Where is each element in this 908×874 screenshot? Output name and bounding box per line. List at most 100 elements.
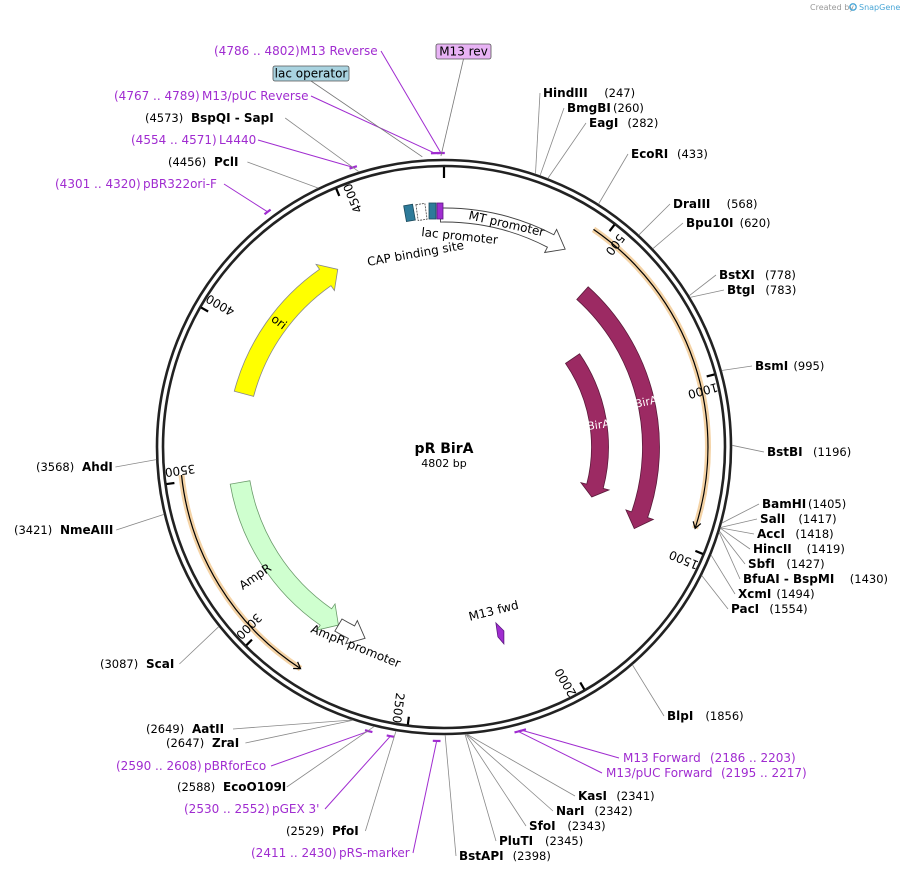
- enzyme-name[interactable]: AccI: [757, 527, 785, 541]
- enzyme-name[interactable]: XcmI: [738, 587, 771, 601]
- primer-pgex-3-[interactable]: (2530 .. 2552)pGEX 3': [184, 734, 395, 816]
- primer-m13-puc-reverse[interactable]: (4767 .. 4789)M13/pUC Reverse: [114, 89, 439, 155]
- primer-site[interactable]: [364, 729, 373, 734]
- enzyme-site-hindiii[interactable]: HindIII(247): [535, 86, 635, 174]
- enzyme-name[interactable]: BstBI: [767, 445, 803, 459]
- enzyme-name[interactable]: PluTI: [499, 834, 533, 848]
- enzyme-site-draiii[interactable]: DraIII(568): [638, 197, 758, 236]
- enzyme-name[interactable]: SbfI: [748, 557, 775, 571]
- enzyme-site-bmgbi[interactable]: BmgBI(260): [539, 101, 644, 176]
- feature-m13-fwd[interactable]: M13 fwd: [467, 598, 520, 645]
- enzyme-site-ahdi[interactable]: AhdI(3568): [36, 459, 157, 474]
- enzyme-name[interactable]: HincII: [753, 542, 792, 556]
- primer-label: pGEX 3': [272, 802, 319, 816]
- enzyme-site-nmeaiii[interactable]: NmeAIII(3421): [14, 514, 165, 537]
- feature-arrow[interactable]: [576, 286, 660, 530]
- enzyme-name[interactable]: NarI: [556, 804, 585, 818]
- enzyme-site-bsmi[interactable]: BsmI(995): [721, 359, 825, 373]
- enzyme-site-bstbi[interactable]: BstBI(1196): [731, 444, 851, 459]
- feature-ampr[interactable]: AmpR: [229, 480, 339, 631]
- enzyme-site-bstxi[interactable]: BstXI(778): [688, 268, 796, 297]
- enzyme-site-hincii[interactable]: HincII(1419): [720, 527, 845, 556]
- enzyme-name[interactable]: EcoRI: [631, 147, 668, 161]
- enzyme-site-kasi[interactable]: KasI(2341): [466, 733, 655, 803]
- label-box-m13-rev[interactable]: M13 rev: [435, 43, 492, 157]
- primer-m13-forward[interactable]: (2186 .. 2203)M13 Forward: [518, 728, 796, 765]
- feature-block[interactable]: [403, 203, 416, 223]
- enzyme-site-paci[interactable]: PacI(1554): [701, 575, 808, 616]
- enzyme-name[interactable]: ScaI: [146, 657, 174, 671]
- feature-arrow[interactable]: [229, 480, 339, 631]
- feature-arrow[interactable]: [334, 618, 366, 645]
- primer-pbr322ori-f[interactable]: (4301 .. 4320)pBR322ori-F: [55, 177, 272, 216]
- enzyme-name[interactable]: AhdI: [82, 460, 113, 474]
- m13-rev-block[interactable]: [436, 202, 444, 220]
- primer-m13-puc-forward[interactable]: (2195 .. 2217)M13/pUC Forward: [514, 729, 807, 781]
- feature-ampr-promoter[interactable]: AmpR promoter: [309, 618, 403, 671]
- enzyme-site-bspqi-sapi[interactable]: BspQI - SapI(4573): [145, 111, 360, 173]
- enzyme-name[interactable]: PclI: [214, 155, 239, 169]
- enzyme-site-pfoi[interactable]: PfoI(2529): [286, 730, 397, 838]
- enzyme-site-sfoi[interactable]: SfoI(2343): [465, 733, 606, 833]
- enzyme-name[interactable]: KasI: [578, 789, 607, 803]
- enzyme-name[interactable]: SfoI: [529, 819, 556, 833]
- enzyme-name[interactable]: BspQI - SapI: [191, 111, 274, 125]
- box-rect[interactable]: [272, 65, 350, 82]
- enzyme-name[interactable]: BamHI: [762, 497, 806, 511]
- feature-arrow[interactable]: [415, 202, 428, 221]
- primer-prs-marker[interactable]: (2411 .. 2430)pRS-marker: [251, 739, 441, 860]
- enzyme-site-aatii[interactable]: AatII(2649): [146, 719, 353, 736]
- enzyme-name[interactable]: PacI: [731, 602, 759, 616]
- enzyme-site-bstapi[interactable]: BstAPI(2398): [444, 734, 551, 863]
- feature-bira[interactable]: BirA: [576, 286, 660, 530]
- enzyme-site-bpu10i[interactable]: Bpu10I(620): [652, 216, 771, 249]
- enzyme-site-ecori[interactable]: EcoRI(433): [598, 147, 708, 205]
- enzyme-name[interactable]: AatII: [192, 722, 224, 736]
- primer-m13-reverse[interactable]: (4786 .. 4802)M13 Reverse: [214, 44, 445, 155]
- label-box-lac-operator[interactable]: lac operator: [272, 65, 423, 158]
- enzyme-site-bfuai-bspmi[interactable]: BfuAI - BspMI(1430): [718, 532, 888, 586]
- enzyme-name[interactable]: BtgI: [727, 283, 755, 297]
- primer-pbrforeco[interactable]: (2590 .. 2608)pBRforEco: [116, 729, 373, 773]
- feature-arrow[interactable]: [439, 207, 566, 254]
- lac-operator-block[interactable]: [428, 202, 437, 220]
- primer-arrow[interactable]: [495, 621, 505, 645]
- enzyme-name[interactable]: BfuAI - BspMI: [743, 572, 834, 586]
- enzyme-site-eagi[interactable]: EagI(282): [547, 116, 658, 179]
- enzyme-site-ecoo109i[interactable]: EcoO109I(2588): [177, 726, 375, 794]
- enzyme-site-blpi[interactable]: BlpI(1856): [632, 664, 744, 723]
- feature-arrow[interactable]: [564, 353, 611, 498]
- enzyme-name[interactable]: Bpu10I: [686, 216, 733, 230]
- enzyme-name[interactable]: SalI: [760, 512, 785, 526]
- enzyme-site-zrai[interactable]: ZraI(2647): [166, 719, 353, 750]
- feature-arrow[interactable]: [233, 263, 339, 397]
- enzyme-name[interactable]: BmgBI: [567, 101, 611, 115]
- enzyme-site-pcli[interactable]: PclI(4456): [168, 155, 319, 189]
- enzyme-site-sali[interactable]: SalI(1417): [720, 512, 837, 528]
- primer-site[interactable]: [263, 208, 272, 216]
- enzyme-site-bamhi[interactable]: BamHI(1405): [721, 497, 846, 524]
- enzyme-name[interactable]: BstXI: [719, 268, 755, 282]
- enzyme-name[interactable]: HindIII: [543, 86, 588, 100]
- enzyme-site-scai[interactable]: ScaI(3087): [100, 626, 220, 671]
- enzyme-name[interactable]: DraIII: [673, 197, 710, 211]
- enzyme-site-sbfi[interactable]: SbfI(1427): [719, 530, 825, 571]
- enzyme-name[interactable]: EagI: [589, 116, 618, 130]
- enzyme-site-xcmi[interactable]: XcmI(1494): [710, 554, 815, 601]
- enzyme-name[interactable]: EcoO109I: [223, 780, 286, 794]
- feature-ori[interactable]: ori: [233, 263, 339, 397]
- primer-l4440[interactable]: (4554 .. 4571)L4440: [131, 133, 358, 170]
- enzyme-site-nari[interactable]: NarI(2342): [465, 733, 633, 818]
- feature-bira[interactable]: BirA: [564, 353, 612, 498]
- enzyme-name[interactable]: NmeAIII: [60, 523, 113, 537]
- primer-site[interactable]: [514, 729, 523, 734]
- enzyme-site-btgi[interactable]: BtgI(783): [690, 283, 796, 298]
- enzyme-name[interactable]: BsmI: [755, 359, 788, 373]
- enzyme-name[interactable]: ZraI: [212, 736, 239, 750]
- enzyme-name[interactable]: BlpI: [667, 709, 693, 723]
- enzyme-site-pluti[interactable]: PluTI(2345): [464, 734, 583, 848]
- enzyme-name[interactable]: PfoI: [332, 824, 359, 838]
- box-rect[interactable]: [435, 43, 492, 60]
- enzyme-site-acci[interactable]: AccI(1418): [720, 527, 834, 541]
- enzyme-name[interactable]: BstAPI: [459, 849, 504, 863]
